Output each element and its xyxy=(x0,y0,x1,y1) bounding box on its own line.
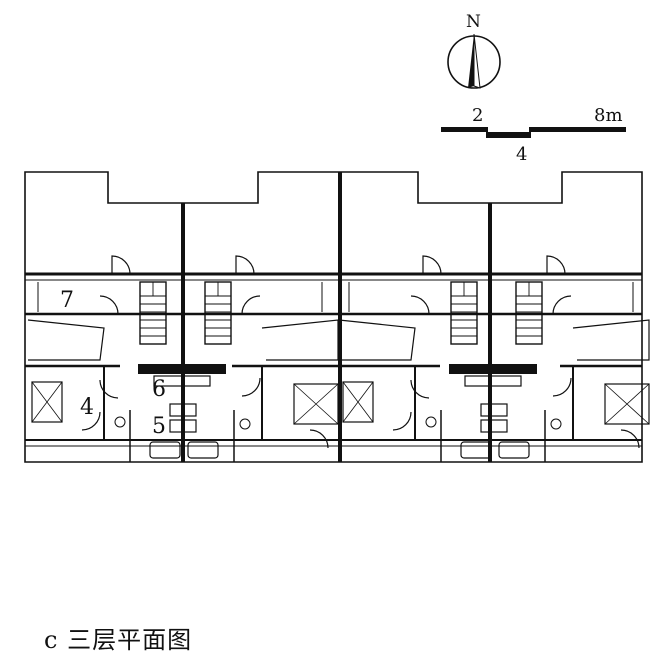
room-labels: 7 4 6 5 xyxy=(60,288,166,439)
room-label-5: 5 xyxy=(152,414,166,439)
scale-bar: 2 8m 4 xyxy=(441,105,626,165)
scale-label-8m: 8m xyxy=(594,105,623,126)
north-arrow: N xyxy=(447,12,501,89)
room-label-7: 7 xyxy=(60,288,74,313)
building-outline xyxy=(24,171,643,463)
scale-label-2: 2 xyxy=(472,105,483,126)
room-label-6: 6 xyxy=(152,377,166,402)
unit-pair-left xyxy=(27,255,339,462)
scale-label-4: 4 xyxy=(516,144,527,165)
room-label-4: 4 xyxy=(80,395,94,420)
north-label: N xyxy=(466,12,481,32)
figure-caption: c 三层平面图 xyxy=(44,626,193,654)
